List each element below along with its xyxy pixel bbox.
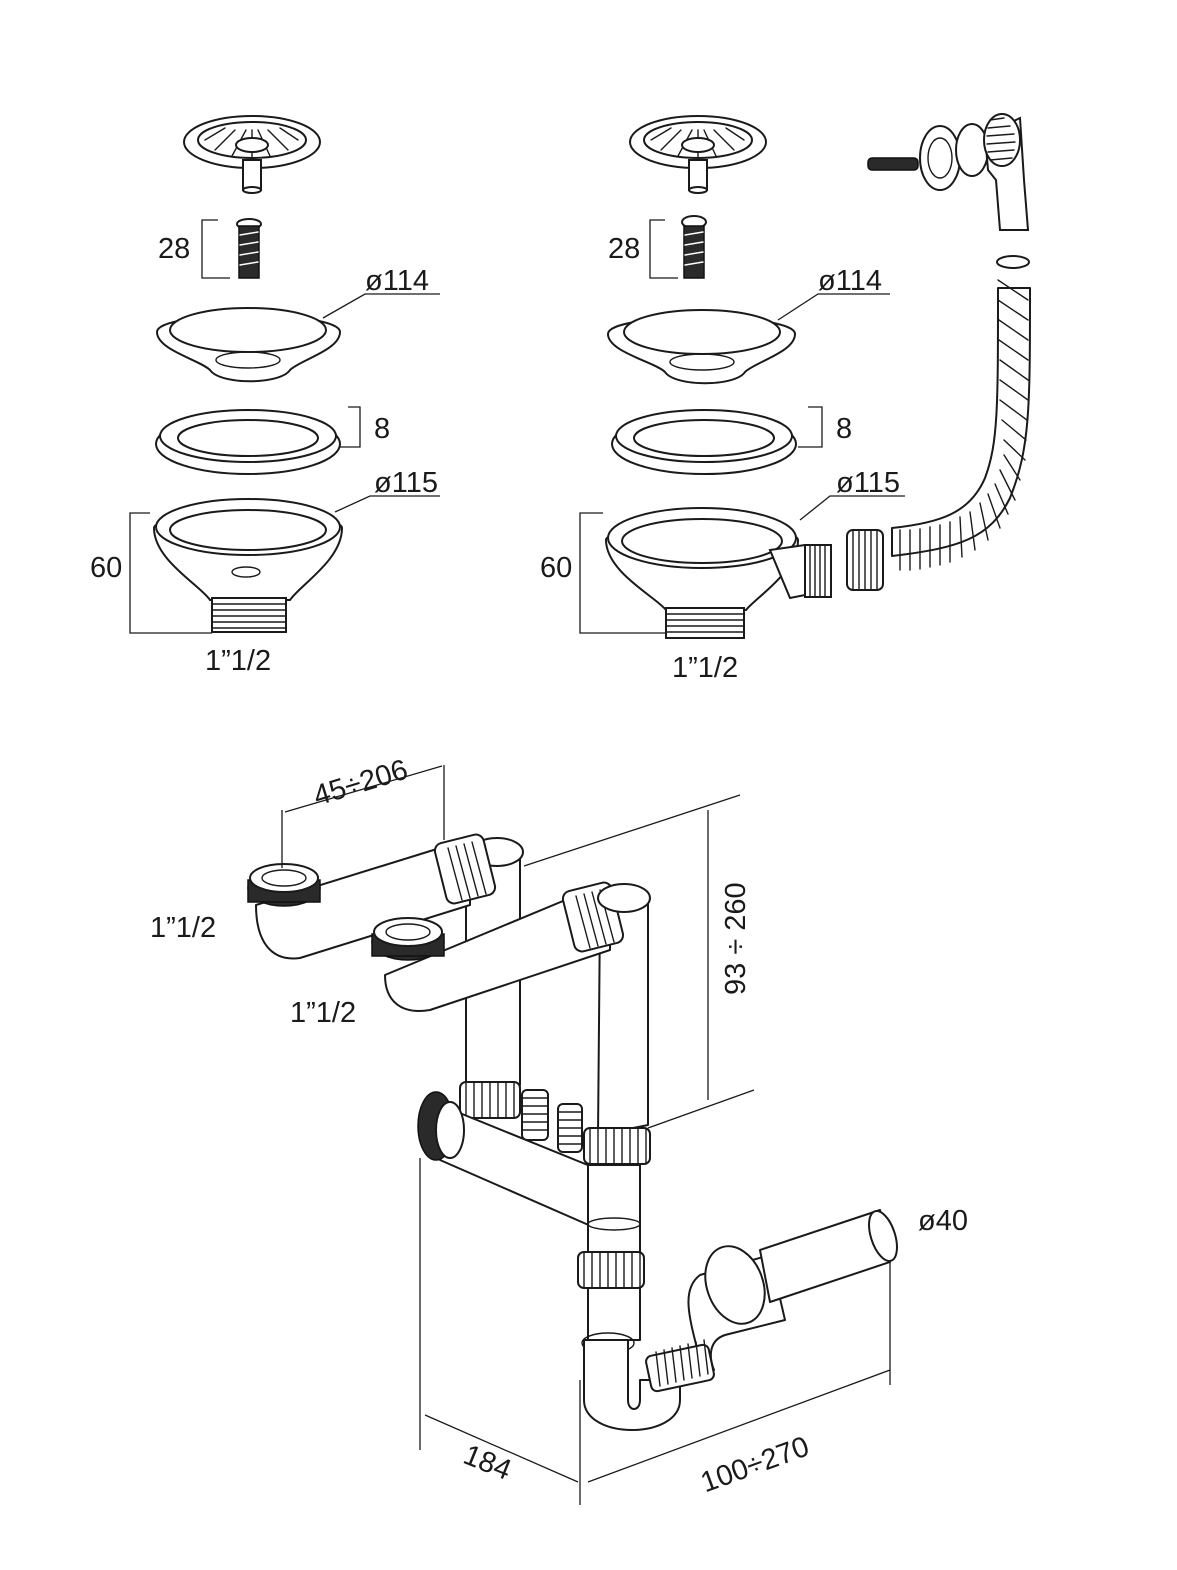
- left-strainer-basket: [183, 115, 321, 194]
- right-strainer-screw: [681, 215, 707, 279]
- left-gasket-thickness-label: 8: [374, 413, 390, 445]
- left-body-height-label: 60: [90, 552, 122, 584]
- left-gasket: [155, 409, 341, 475]
- siphon-depth-label: 184: [459, 1439, 516, 1487]
- right-gasket: [611, 409, 797, 475]
- left-bowl-diameter-label: ø114: [365, 265, 429, 297]
- right-dimension-lines: [579, 219, 905, 634]
- right-drain-body: [604, 507, 832, 639]
- siphon-right-inlet-thread-label: 1”1/2: [290, 997, 356, 1029]
- left-thread-size-label: 1”1/2: [205, 645, 271, 677]
- right-strainer-basket: [629, 115, 767, 194]
- siphon-left-inlet-thread-label: 1”1/2: [150, 912, 216, 944]
- siphon-assembly: [247, 833, 898, 1431]
- siphon-inlet-spacing-label: 45÷206: [310, 754, 412, 813]
- left-drain-body: [152, 498, 344, 633]
- siphon-height-range-label: 93 ÷ 260: [720, 882, 752, 995]
- left-body-diameter-label: ø115: [374, 467, 438, 499]
- right-body-diameter-label: ø115: [836, 467, 900, 499]
- left-strainer-screw: [236, 218, 262, 279]
- right-screw-length-label: 28: [608, 233, 640, 265]
- siphon-dimension-lines: [281, 765, 891, 1505]
- left-dimension-lines: [129, 219, 440, 634]
- right-body-height-label: 60: [540, 552, 572, 584]
- right-bowl-diameter-label: ø114: [818, 265, 882, 297]
- right-drain-bowl: [606, 309, 797, 385]
- right-gasket-thickness-label: 8: [836, 413, 852, 445]
- left-screw-length-label: 28: [158, 233, 190, 265]
- right-overflow-head: [867, 113, 1030, 231]
- siphon-outlet-diameter-label: ø40: [918, 1205, 968, 1237]
- right-thread-size-label: 1”1/2: [672, 652, 738, 684]
- right-overflow-hose: [891, 255, 1031, 571]
- siphon-outlet-reach-label: 100÷270: [697, 1431, 814, 1500]
- right-overflow-nut: [846, 529, 884, 591]
- left-drain-bowl: [155, 307, 342, 383]
